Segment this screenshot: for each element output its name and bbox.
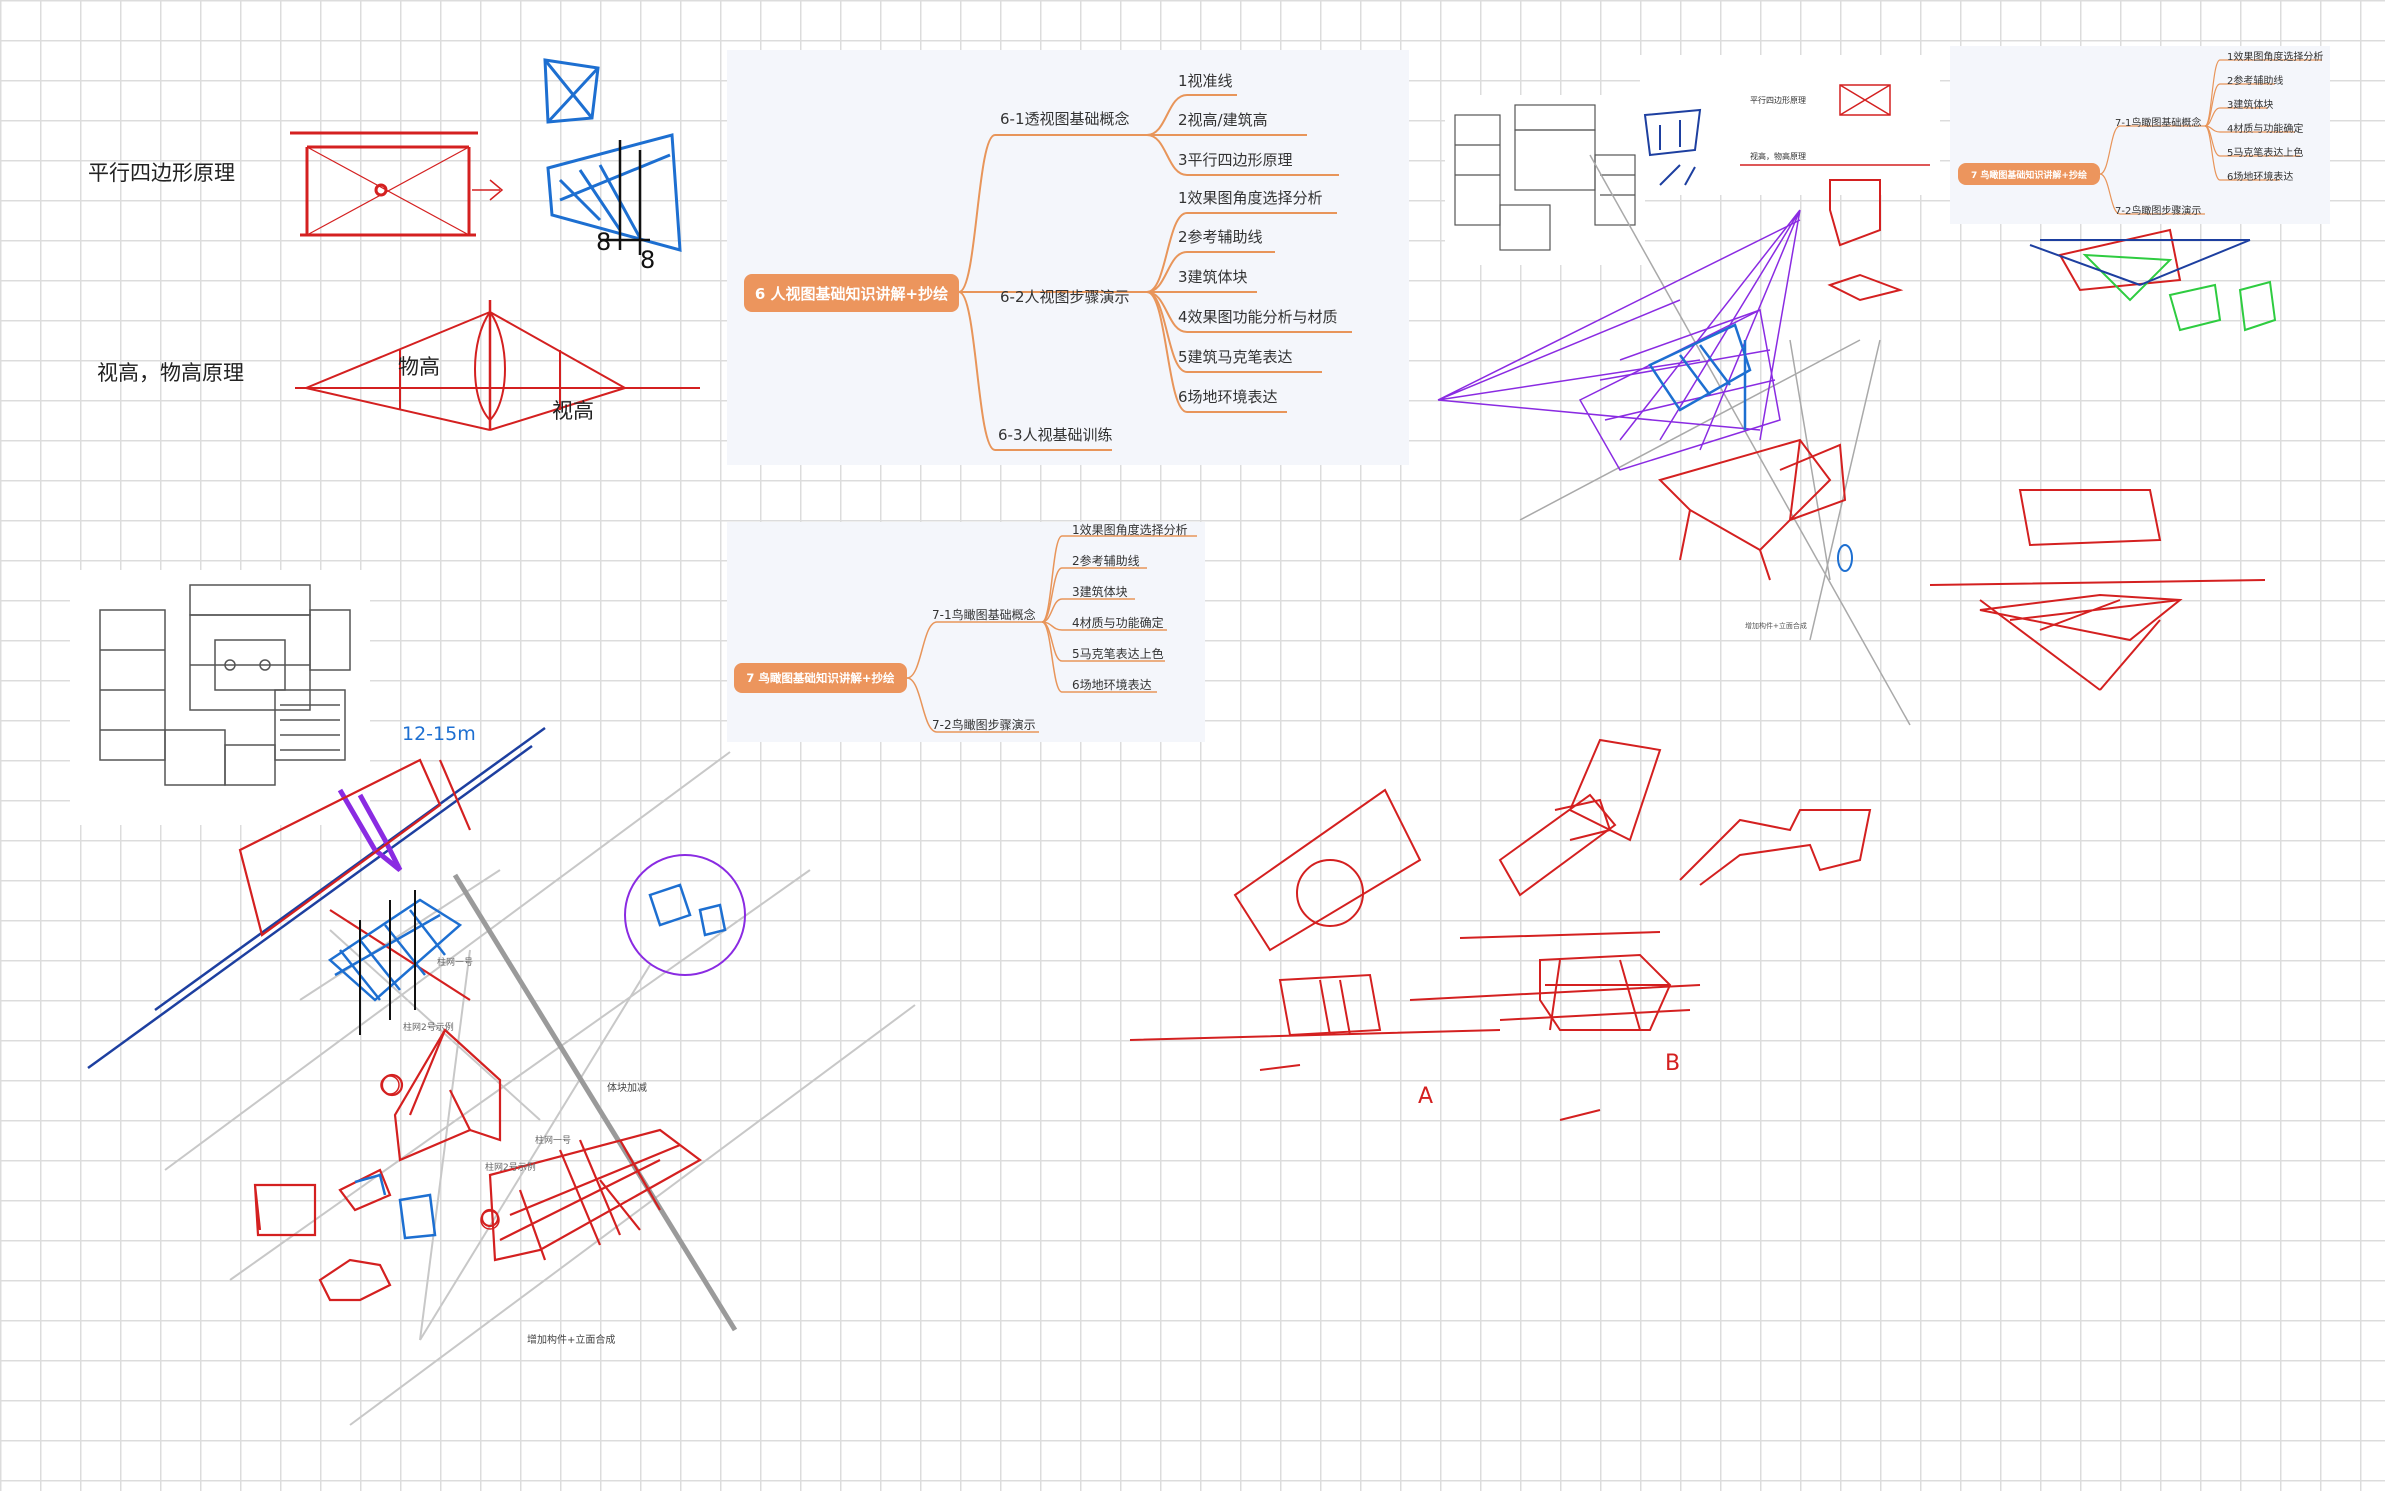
svg-text:8: 8: [596, 228, 611, 256]
mindmap-7-small-connectors: [2099, 59, 2322, 215]
mindmap-7-branch-1[interactable]: 7-1鸟瞰图基础概念: [932, 608, 1036, 622]
reference-sketch-top: 平行四边形原理 视高，物高原理: [1640, 55, 1940, 195]
column-2-label: 柱网2号示例: [403, 1021, 454, 1033]
mindmap-7-small-branch-2[interactable]: 7-2鸟瞰图步骤演示: [2115, 206, 2202, 217]
mindmap-6-branch-3[interactable]: 6-3人视基础训练: [998, 426, 1113, 444]
mindmap-6-item[interactable]: 1效果图角度选择分析: [1178, 189, 1323, 207]
mindmap-6-item[interactable]: 2参考辅助线: [1178, 228, 1263, 246]
add-components-label: 增加构件+立面合成: [527, 1333, 615, 1346]
add-components-small-label: 增加构件+立面合成: [1745, 621, 1807, 630]
mindmap-6-branch-1[interactable]: 6-1透视图基础概念: [1000, 110, 1130, 128]
mindmap-7-small-item[interactable]: 3建筑体块: [2227, 100, 2274, 111]
mindmap-6-item[interactable]: 5建筑马克笔表达: [1178, 348, 1293, 366]
mindmap-7-item[interactable]: 2参考辅助线: [1072, 554, 1140, 568]
mindmap-6-item[interactable]: 3建筑体块: [1178, 268, 1248, 286]
mindmap-7: 7 鸟瞰图基础知识讲解+抄绘 7-1鸟瞰图基础概念 7-2鸟瞰图步骤演示 1效果…: [727, 522, 1205, 742]
svg-text:B: B: [1665, 1051, 1680, 1076]
mindmap-7-small: 7 鸟瞰图基础知识讲解+抄绘 7-1鸟瞰图基础概念 7-2鸟瞰图步骤演示 1效果…: [1950, 46, 2330, 224]
mindmap-7-root[interactable]: 7 鸟瞰图基础知识讲解+抄绘: [734, 663, 907, 693]
mindmap-6-item[interactable]: 1视准线: [1178, 72, 1233, 90]
mindmap-6-item[interactable]: 2视高/建筑高: [1178, 111, 1268, 129]
reference-sketch-top-drawing: [1643, 84, 1930, 186]
dimension-label: 12-15m: [402, 723, 476, 745]
mindmap-6: 6 人视图基础知识讲解+抄绘 6-1透视图基础概念 6-2人视图步骤演示 6-3…: [727, 50, 1409, 465]
block-add-sub-label: 体块加减: [607, 1082, 647, 1094]
mindmap-7-small-item[interactable]: 5马克笔表达上色: [2227, 148, 2304, 159]
mindmap-7-item[interactable]: 5马克笔表达上色: [1072, 647, 1164, 661]
mindmap-7-small-root[interactable]: 7 鸟瞰图基础知识讲解+抄绘: [1958, 163, 2100, 185]
floor-plan-drawing: [99, 584, 351, 786]
mindmap-7-small-item[interactable]: 6场地环境表达: [2227, 172, 2294, 183]
mindmap-7-small-item[interactable]: 1效果图角度选择分析: [2227, 52, 2324, 63]
column-1b-label: 柱网一号: [535, 1134, 571, 1146]
column-2b-label: 柱网2号示例: [485, 1161, 536, 1173]
mindmap-7-branch-2[interactable]: 7-2鸟瞰图步骤演示: [932, 718, 1036, 732]
parallel-small-label: 平行四边形原理: [1750, 96, 1806, 105]
mindmap-6-item[interactable]: 3平行四边形原理: [1178, 151, 1293, 169]
mindmap-7-connectors: [906, 535, 1197, 733]
mindmap-6-connectors: [958, 94, 1352, 451]
mindmap-6-root[interactable]: 6 人视图基础知识讲解+抄绘: [744, 274, 959, 312]
eye-height-short-label: 视高: [552, 399, 594, 423]
reference-floor-plan-drawing: [1454, 104, 1636, 251]
object-height-label: 物高: [398, 355, 440, 379]
mindmap-6-item[interactable]: 6场地环境表达: [1178, 388, 1278, 406]
eye-height-principle-label: 视高，物高原理: [97, 361, 244, 385]
mindmap-7-item[interactable]: 1效果图角度选择分析: [1072, 523, 1188, 537]
mindmap-7-item[interactable]: 3建筑体块: [1072, 585, 1128, 599]
mindmap-7-small-branch-1[interactable]: 7-1鸟瞰图基础概念: [2115, 118, 2202, 129]
eye-height-small-label: 视高，物高原理: [1750, 152, 1806, 161]
mindmap-7-item[interactable]: 6场地环境表达: [1072, 678, 1152, 692]
mindmap-7-item[interactable]: 4材质与功能确定: [1072, 616, 1164, 630]
floor-plan-image: [70, 570, 370, 825]
mindmap-7-small-item[interactable]: 4材质与功能确定: [2227, 124, 2304, 135]
mindmap-6-branch-2[interactable]: 6-2人视图步骤演示: [1000, 288, 1130, 306]
mindmap-6-item[interactable]: 4效果图功能分析与材质: [1178, 308, 1338, 326]
column-1-label: 柱网一号: [437, 956, 473, 968]
reference-floor-plan: [1445, 95, 1645, 265]
mindmap-7-small-item[interactable]: 2参考辅助线: [2227, 76, 2284, 87]
svg-text:8: 8: [640, 246, 655, 274]
svg-text:A: A: [1418, 1084, 1433, 1109]
parallelogram-principle-label: 平行四边形原理: [88, 161, 235, 185]
